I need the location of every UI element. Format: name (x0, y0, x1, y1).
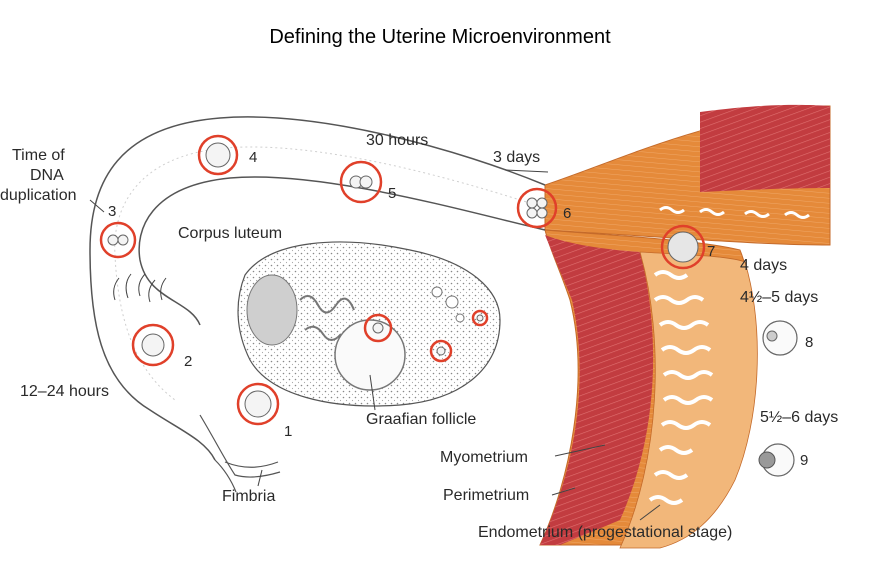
label-4-days: 4 days (740, 257, 787, 274)
stage-number-6: 6 (563, 205, 571, 222)
stage-number-9: 9 (800, 452, 808, 469)
stage-number-2: 2 (184, 353, 192, 370)
small-follicle (445, 295, 459, 309)
upper-red-band (700, 104, 830, 192)
endometrial-glands (648, 206, 810, 505)
sperm-group (113, 273, 167, 303)
label-myometrium: Myometrium (440, 449, 528, 466)
small-follicle (455, 313, 465, 323)
myometrium-region (540, 235, 654, 545)
stage-4-ring (197, 134, 239, 176)
label-perimetrium: Perimetrium (443, 487, 529, 504)
label-time-of: Time of (12, 147, 65, 164)
label-4half-5-days: 4½–5 days (740, 289, 818, 306)
label-30-hours: 30 hours (366, 132, 428, 149)
label-5half-6-days: 5½–6 days (760, 409, 838, 426)
stage-number-1: 1 (284, 423, 292, 440)
stage-number-4: 4 (249, 149, 257, 166)
small-follicle (431, 286, 443, 298)
stage-2-ring (131, 323, 175, 367)
follicle-ring-small (471, 309, 489, 327)
stage-7-ring (660, 224, 706, 270)
stage-number-7: 7 (707, 243, 715, 260)
label-dna: DNA (30, 167, 64, 184)
label-endometrium: Endometrium (progestational stage) (478, 524, 732, 541)
page-title: Defining the Uterine Microenvironment (269, 26, 611, 48)
stage-rings (99, 134, 706, 426)
stage-8-blastocyst (762, 320, 798, 356)
label-corpus-luteum: Corpus luteum (178, 225, 282, 242)
stage-cells (107, 142, 699, 418)
stage-5-ring (339, 160, 383, 204)
stage-6-ring (516, 187, 558, 229)
stage-3-ring (99, 221, 137, 259)
follicle-ring (429, 339, 453, 363)
fimbria-shape (199, 414, 281, 493)
label-3-days: 3 days (493, 149, 540, 166)
graafian-ring (363, 313, 393, 343)
stage-number-8: 8 (805, 334, 813, 351)
stage-number-5: 5 (388, 185, 396, 202)
uterine-tube-inner (138, 176, 546, 326)
uterine-tube-outer (89, 116, 546, 461)
label-12-24-hours: 12–24 hours (20, 383, 109, 400)
label-graafian-follicle: Graafian follicle (366, 411, 476, 428)
label-fimbria: Fimbria (222, 488, 275, 505)
corpus-luteum-mass (246, 274, 298, 346)
stage-1-ring (236, 382, 280, 426)
tube-lumen (114, 146, 546, 401)
graafian-follicle-circle (334, 319, 406, 391)
stage-number-3: 3 (108, 203, 116, 220)
leader-lines (89, 169, 661, 521)
ovary-follicle-wiggle (299, 295, 355, 314)
label-duplication: duplication (0, 187, 77, 204)
